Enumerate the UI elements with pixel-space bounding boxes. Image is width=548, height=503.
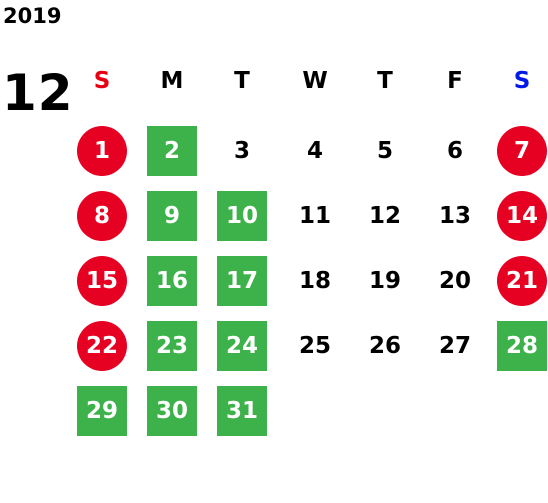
calendar-day[interactable]: 30 — [147, 386, 197, 436]
weekday-label: S — [513, 68, 531, 94]
calendar-day[interactable]: 3 — [233, 138, 250, 164]
calendar-day[interactable]: 17 — [217, 256, 267, 306]
calendar-day[interactable]: 23 — [147, 321, 197, 371]
calendar-day[interactable]: 24 — [217, 321, 267, 371]
calendar-day[interactable]: 9 — [147, 191, 197, 241]
calendar-day[interactable]: 4 — [306, 138, 323, 164]
calendar-day[interactable]: 18 — [298, 268, 331, 294]
calendar-month: 12 — [2, 64, 74, 122]
calendar-day[interactable]: 5 — [376, 138, 393, 164]
calendar-day[interactable]: 11 — [298, 203, 331, 229]
calendar-day[interactable]: 31 — [217, 386, 267, 436]
calendar-day[interactable]: 19 — [368, 268, 401, 294]
calendar-day[interactable]: 22 — [77, 321, 127, 371]
calendar-day[interactable]: 6 — [446, 138, 463, 164]
calendar-day[interactable]: 8 — [77, 191, 127, 241]
weekday-label: M — [160, 68, 184, 94]
calendar-day[interactable]: 28 — [497, 321, 547, 371]
calendar-year: 2019 — [3, 4, 62, 28]
weekday-label: W — [302, 68, 328, 94]
weekday-label: S — [93, 68, 111, 94]
calendar-day[interactable]: 27 — [438, 333, 471, 359]
calendar-day[interactable]: 21 — [497, 256, 547, 306]
calendar-day[interactable]: 29 — [77, 386, 127, 436]
calendar-day[interactable]: 2 — [147, 126, 197, 176]
calendar-day[interactable]: 10 — [217, 191, 267, 241]
weekday-label: F — [447, 68, 463, 94]
calendar-day[interactable]: 13 — [438, 203, 471, 229]
calendar-day[interactable]: 26 — [368, 333, 401, 359]
calendar-day[interactable]: 1 — [77, 126, 127, 176]
calendar-day[interactable]: 15 — [77, 256, 127, 306]
calendar-day[interactable]: 25 — [298, 333, 331, 359]
calendar-day[interactable]: 20 — [438, 268, 471, 294]
calendar-day[interactable]: 12 — [368, 203, 401, 229]
calendar-day[interactable]: 14 — [497, 191, 547, 241]
calendar-day[interactable]: 16 — [147, 256, 197, 306]
calendar-day[interactable]: 7 — [497, 126, 547, 176]
weekday-label: T — [234, 68, 250, 94]
weekday-label: T — [377, 68, 393, 94]
